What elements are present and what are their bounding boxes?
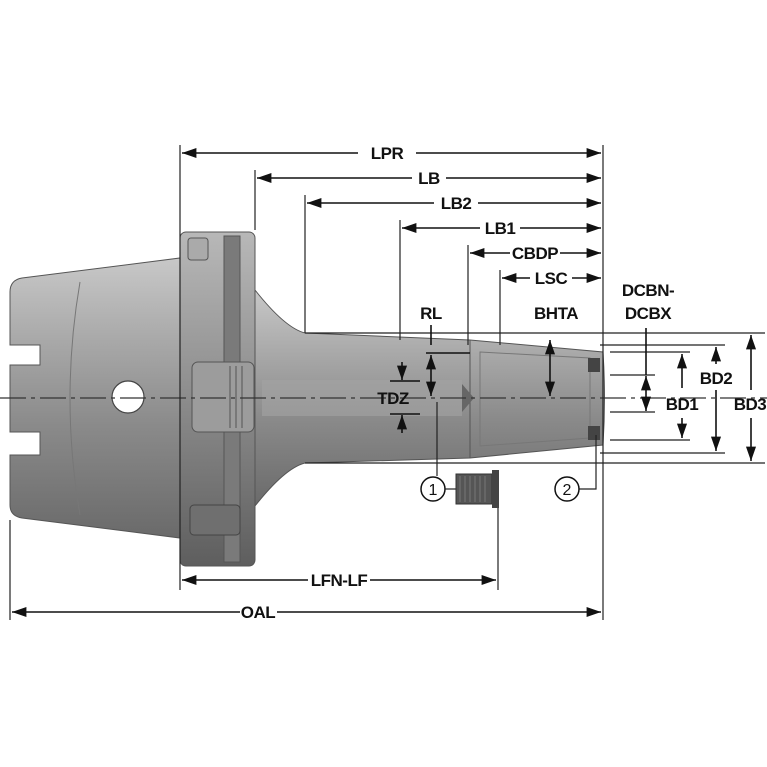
dimension-cbdp: CBDP <box>470 244 601 263</box>
dimension-oal: OAL <box>11 603 601 622</box>
dimension-bd1: BD1 <box>666 354 699 438</box>
extension-lines <box>9 145 765 620</box>
dimension-bd2: BD2 <box>700 347 733 451</box>
label-dcbn: DCBN- <box>622 281 674 300</box>
dimension-lb1: LB1 <box>402 219 601 238</box>
label-bd2: BD2 <box>700 369 733 388</box>
label-rl: RL <box>420 304 442 323</box>
dimension-lpr: LPR <box>182 144 601 163</box>
dimension-tdz: TDZ <box>377 362 420 433</box>
dimension-dcbn-dcbx: DCBN- DCBX <box>622 281 675 411</box>
dimension-bd3: BD3 <box>734 335 767 461</box>
label-cbdp: CBDP <box>512 244 558 263</box>
flange <box>179 231 256 567</box>
label-bhta: BHTA <box>534 304 578 323</box>
callout-2-number: 2 <box>563 482 572 499</box>
label-lfn-lf: LFN-LF <box>311 571 368 590</box>
label-tdz: TDZ <box>377 389 409 408</box>
drive-hole <box>111 380 145 414</box>
label-lb1: LB1 <box>485 219 516 238</box>
label-lpr: LPR <box>371 144 404 163</box>
dimension-lb: LB <box>257 169 601 188</box>
dimension-lb2: LB2 <box>307 194 601 213</box>
dimension-lsc: LSC <box>502 269 601 288</box>
dimension-bhta: BHTA <box>534 304 579 396</box>
callout-1-number: 1 <box>429 482 438 499</box>
set-screw-part <box>455 470 499 508</box>
label-oal: OAL <box>241 603 276 622</box>
label-bd3: BD3 <box>734 395 767 414</box>
label-lb: LB <box>418 169 440 188</box>
callout-1: 1 <box>420 402 499 508</box>
label-lb2: LB2 <box>441 194 472 213</box>
dimension-lfn-lf: LFN-LF <box>182 571 496 590</box>
label-dcbx: DCBX <box>625 304 672 323</box>
label-lsc: LSC <box>535 269 568 288</box>
callout-2: 2 <box>554 435 597 502</box>
label-bd1: BD1 <box>666 395 699 414</box>
dimension-rl: RL <box>420 304 470 396</box>
